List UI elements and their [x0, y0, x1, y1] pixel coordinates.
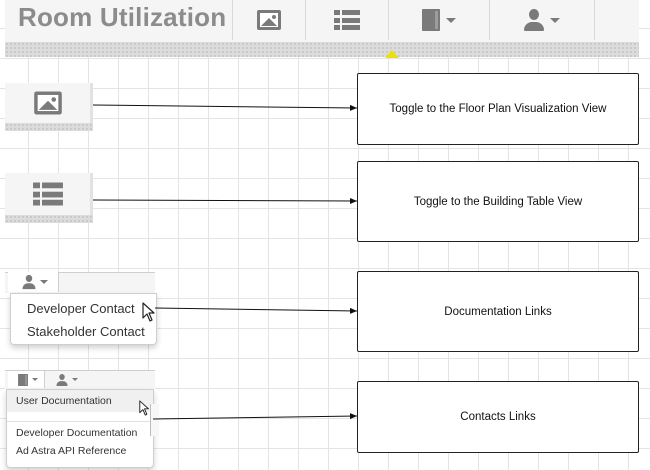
- image-icon: [33, 91, 62, 115]
- floor-plan-view-button[interactable]: [232, 0, 305, 40]
- annotation-label: Contacts Links: [460, 411, 536, 423]
- user-icon: [22, 274, 35, 290]
- documentation-dropdown-button[interactable]: [388, 0, 489, 40]
- list-icon: [334, 10, 360, 30]
- arrow-documentation: [154, 307, 358, 314]
- contacts-dropdown-button[interactable]: [489, 0, 595, 40]
- arrow-floor-plan: [92, 104, 358, 111]
- contacts-dropdown-menu: Developer Contact Stakeholder Contact: [10, 293, 157, 345]
- menu-item-api-reference[interactable]: Ad Astra API Reference: [16, 445, 127, 457]
- list-icon: [32, 182, 63, 206]
- highlight-marker: [385, 50, 399, 58]
- menu-item-user-documentation[interactable]: User Documentation: [7, 390, 153, 412]
- background-content-edge: [150, 404, 159, 436]
- floor-plan-button-thumbnail: [5, 83, 93, 123]
- image-icon: [257, 10, 281, 30]
- contacts-dropdown-button[interactable]: [45, 371, 85, 388]
- annotation-label: Toggle to the Floor Plan Visualization V…: [389, 103, 607, 115]
- contacts-dropdown-button[interactable]: [8, 272, 59, 292]
- annotation-building-table-view: Toggle to the Building Table View: [357, 161, 639, 242]
- table-view-button[interactable]: [305, 0, 388, 40]
- chevron-down-icon: [550, 17, 560, 23]
- chevron-down-icon: [72, 378, 78, 381]
- thumbnail-strip: [5, 123, 93, 131]
- thumbnail-strip: [5, 215, 93, 223]
- arrow-table-view: [92, 197, 358, 204]
- chevron-down-icon: [39, 280, 48, 284]
- cursor-icon: [142, 302, 155, 322]
- menu-item-developer-contact[interactable]: Developer Contact: [27, 301, 135, 316]
- book-icon: [422, 9, 440, 31]
- annotation-floor-plan-view: Toggle to the Floor Plan Visualization V…: [357, 73, 639, 145]
- annotation-contacts-links: Contacts Links: [357, 381, 639, 453]
- menu-item-developer-documentation[interactable]: Developer Documentation: [16, 427, 138, 439]
- annotation-label: Toggle to the Building Table View: [413, 195, 583, 208]
- user-icon: [524, 9, 544, 31]
- book-icon: [18, 373, 28, 386]
- chevron-down-icon: [446, 17, 456, 23]
- documentation-dropdown-menu: User Documentation Developer Documentati…: [6, 389, 154, 468]
- menu-divider: [7, 421, 153, 422]
- annotation-label: Documentation Links: [444, 305, 552, 318]
- toolbar-bottom-strip: [5, 42, 639, 57]
- chevron-down-icon: [32, 378, 38, 381]
- table-button-thumbnail: [5, 173, 93, 215]
- annotation-documentation-links: Documentation Links: [357, 271, 639, 352]
- menu-item-stakeholder-contact[interactable]: Stakeholder Contact: [27, 324, 145, 339]
- arrow-contacts: [152, 413, 358, 420]
- cursor-icon: [139, 400, 149, 416]
- app-title: Room Utilization: [18, 2, 227, 32]
- documentation-dropdown-button[interactable]: [8, 371, 45, 388]
- user-icon: [56, 373, 68, 386]
